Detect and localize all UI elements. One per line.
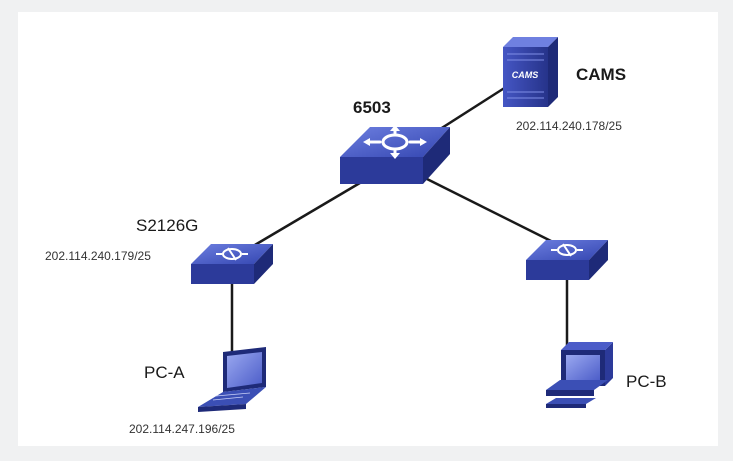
switch-icon <box>526 240 608 280</box>
laptop-icon <box>198 347 266 412</box>
desktop-pc-icon <box>546 342 613 408</box>
server-screen-label: CAMS <box>512 70 539 80</box>
network-topology-diagram: CAMS <box>18 12 718 446</box>
pc-a-label: PC-A <box>144 363 185 382</box>
pc-b-label: PC-B <box>626 372 667 391</box>
core-switch-icon <box>340 125 450 184</box>
cams-ip-label: 202.114.240.178/25 <box>516 119 622 133</box>
switch-icon <box>191 244 273 284</box>
core-switch-label: 6503 <box>353 98 391 117</box>
switch-s2126g-ip-label: 202.114.240.179/25 <box>45 249 151 263</box>
cams-label: CAMS <box>576 65 627 84</box>
switch-s2126g-label: S2126G <box>136 216 199 235</box>
link-core-switch-left <box>242 175 371 254</box>
diagram-svg: CAMS <box>191 37 613 412</box>
pc-a-ip-label: 202.114.247.196/25 <box>129 422 235 436</box>
link-core-switch-right <box>422 175 564 249</box>
server-icon: CAMS <box>503 37 558 107</box>
